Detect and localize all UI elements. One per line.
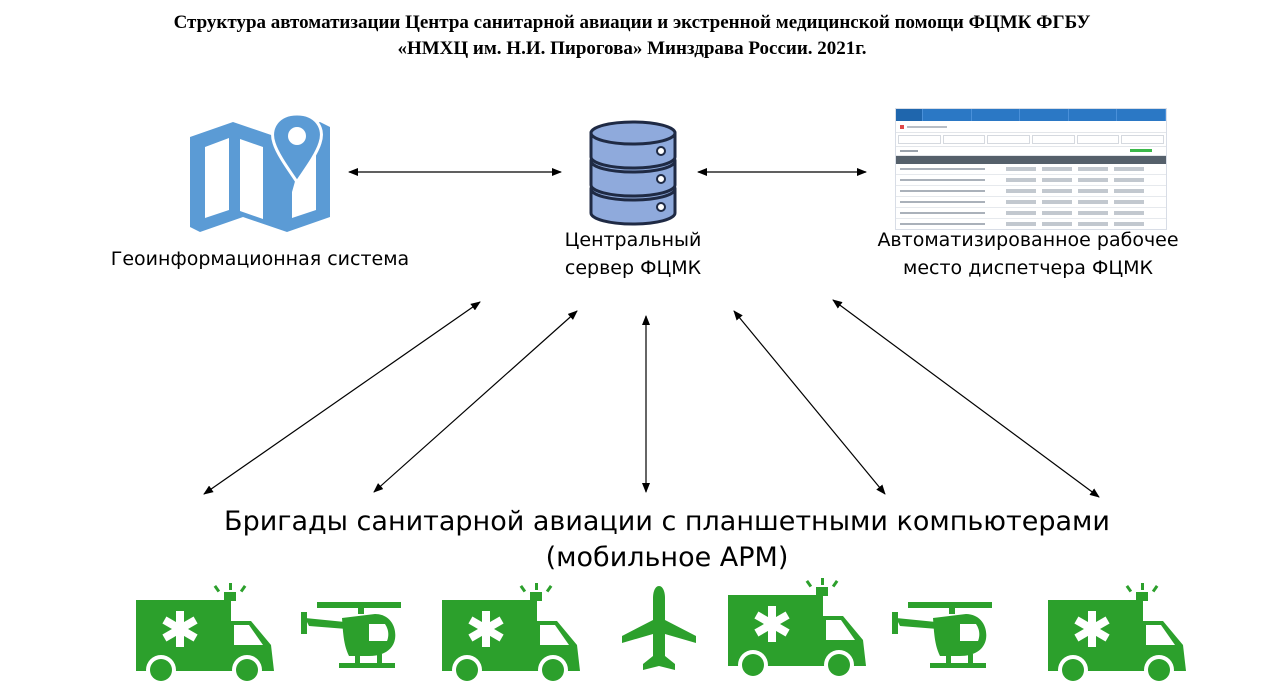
airplane-icon bbox=[622, 586, 696, 670]
dispatcher-screen-thumbnail bbox=[895, 108, 1167, 230]
helicopter-icon bbox=[892, 602, 992, 668]
table-row bbox=[896, 219, 1166, 229]
brigades-label: Бригады санитарной авиации с планшетными… bbox=[132, 504, 1202, 576]
title-line-1: Структура автоматизации Центра санитарно… bbox=[173, 12, 1091, 33]
ambulance-icon bbox=[728, 578, 866, 678]
screen-filters bbox=[896, 133, 1166, 147]
screen-table-header bbox=[896, 156, 1166, 164]
server-label-line-2: сервер ФЦМК bbox=[564, 257, 702, 279]
helicopter-icon bbox=[301, 602, 401, 668]
screen-status-bar bbox=[896, 147, 1166, 156]
table-row bbox=[896, 208, 1166, 219]
arm-label-line-1: Автоматизированное рабочее bbox=[877, 229, 1179, 251]
database-server-icon bbox=[589, 120, 677, 226]
arm-label: Автоматизированное рабочее место диспетч… bbox=[828, 226, 1228, 282]
title-line-2: «НМХЦ им. Н.И. Пирогова» Минздрава Росси… bbox=[397, 38, 867, 59]
ambulance-icon bbox=[136, 583, 274, 683]
arm-label-line-2: место диспетчера ФЦМК bbox=[903, 257, 1153, 279]
table-row bbox=[896, 186, 1166, 197]
table-row bbox=[896, 175, 1166, 186]
arrow-server-brigades-right bbox=[733, 310, 886, 495]
table-row bbox=[896, 197, 1166, 208]
ambulance-icon bbox=[442, 583, 580, 683]
server-label: Центральный сервер ФЦМК bbox=[483, 226, 783, 282]
table-row bbox=[896, 164, 1166, 175]
screen-alert bbox=[896, 121, 1166, 133]
ambulance-icon bbox=[1048, 583, 1186, 683]
server-label-line-1: Центральный bbox=[564, 229, 702, 251]
arrow-server-brigades-left bbox=[373, 310, 578, 493]
arrow-gis-brigades bbox=[203, 301, 481, 495]
map-pin-icon bbox=[190, 112, 330, 232]
screen-toolbar bbox=[896, 109, 1166, 121]
gis-label: Геоинформационная система bbox=[110, 248, 410, 270]
arrow-arm-brigades bbox=[832, 299, 1100, 498]
diagram-title: Структура автоматизации Центра санитарно… bbox=[0, 10, 1264, 62]
brigades-label-line-1: Бригады санитарной авиации с планшетными… bbox=[224, 506, 1110, 537]
brigades-label-line-2: (мобильное АРМ) bbox=[545, 542, 789, 573]
